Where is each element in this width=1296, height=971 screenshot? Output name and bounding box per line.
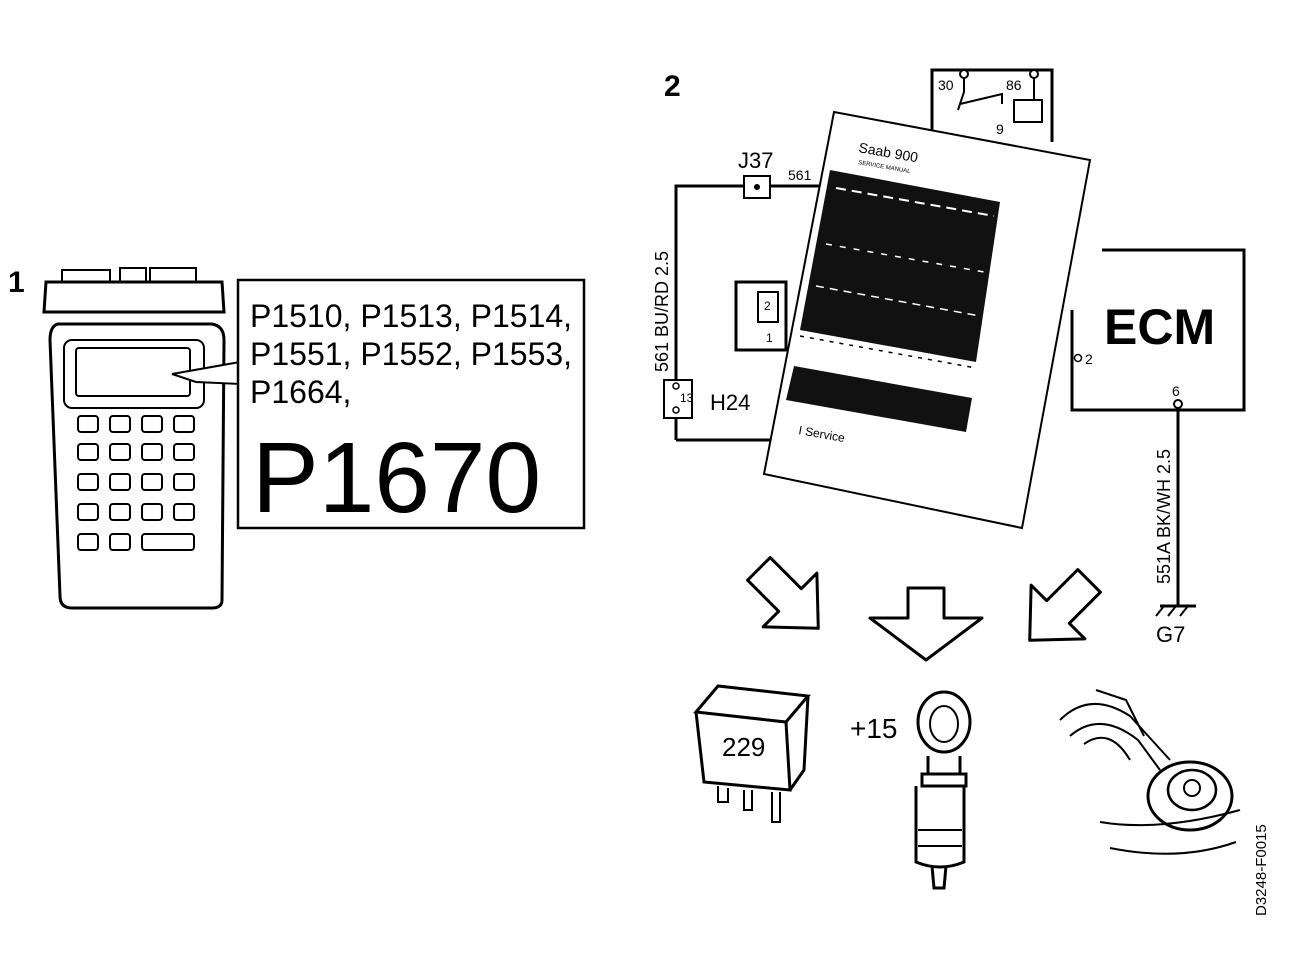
wire-561-label: 561 <box>788 167 812 183</box>
fault-codes-line-1: P1510, P1513, P1514, <box>250 298 572 334</box>
inset-pin-1: 1 <box>766 331 773 345</box>
fault-code-box <box>236 278 586 530</box>
sensor-connector-icon <box>1059 689 1241 855</box>
relay-schematic: 30 86 9 <box>930 68 1054 142</box>
ecm-pin-6: 6 <box>1172 383 1180 399</box>
inset-pin-2: 2 <box>764 299 771 313</box>
figure-id: D3248-F0015 <box>1253 824 1270 916</box>
ground-g7-label: G7 <box>1156 622 1185 647</box>
wire-551a-label: 551A BK/WH 2.5 <box>1154 449 1174 584</box>
section-2-number: 2 <box>664 70 681 103</box>
callout-pointer <box>171 360 241 386</box>
wire-561 <box>674 184 820 440</box>
ground-symbol <box>1155 604 1196 617</box>
ecm-box: ECM 2 6 <box>1070 248 1246 412</box>
ecm-pin-2: 2 <box>1085 351 1093 367</box>
ignition-switch-icon: +15 <box>850 690 972 890</box>
connector-j37-label: J37 <box>738 148 773 173</box>
fault-code-main: P1670 <box>252 422 541 534</box>
connector-h24-pin: 13 <box>680 391 694 405</box>
section-1-number: 1 <box>8 266 25 299</box>
diagnostic-tool-icon <box>42 267 226 610</box>
service-manual-icon: Saab 900 SERVICE MANUAL I Service <box>762 110 1092 530</box>
ignition-15-label: +15 <box>850 713 898 744</box>
fault-codes-line-2: P1551, P1552, P1553, <box>250 336 572 372</box>
inset-connector: 2 1 <box>734 280 788 352</box>
ecm-label: ECM <box>1104 299 1215 355</box>
relay-pin-86: 86 <box>1006 77 1022 93</box>
connector-h24-label: H24 <box>710 390 750 415</box>
relay-229-label: 229 <box>722 732 765 762</box>
arrow-right-down <box>1028 568 1102 642</box>
arrow-left-down <box>746 556 820 630</box>
fault-codes-line-3: P1664, <box>250 374 351 410</box>
relay-pin-9: 9 <box>996 121 1004 137</box>
arrow-down <box>868 586 984 662</box>
relay-pin-30: 30 <box>938 77 954 93</box>
wire-561-color-label: 561 BU/RD 2.5 <box>652 251 672 372</box>
relay-229-icon: 229 <box>693 684 811 823</box>
